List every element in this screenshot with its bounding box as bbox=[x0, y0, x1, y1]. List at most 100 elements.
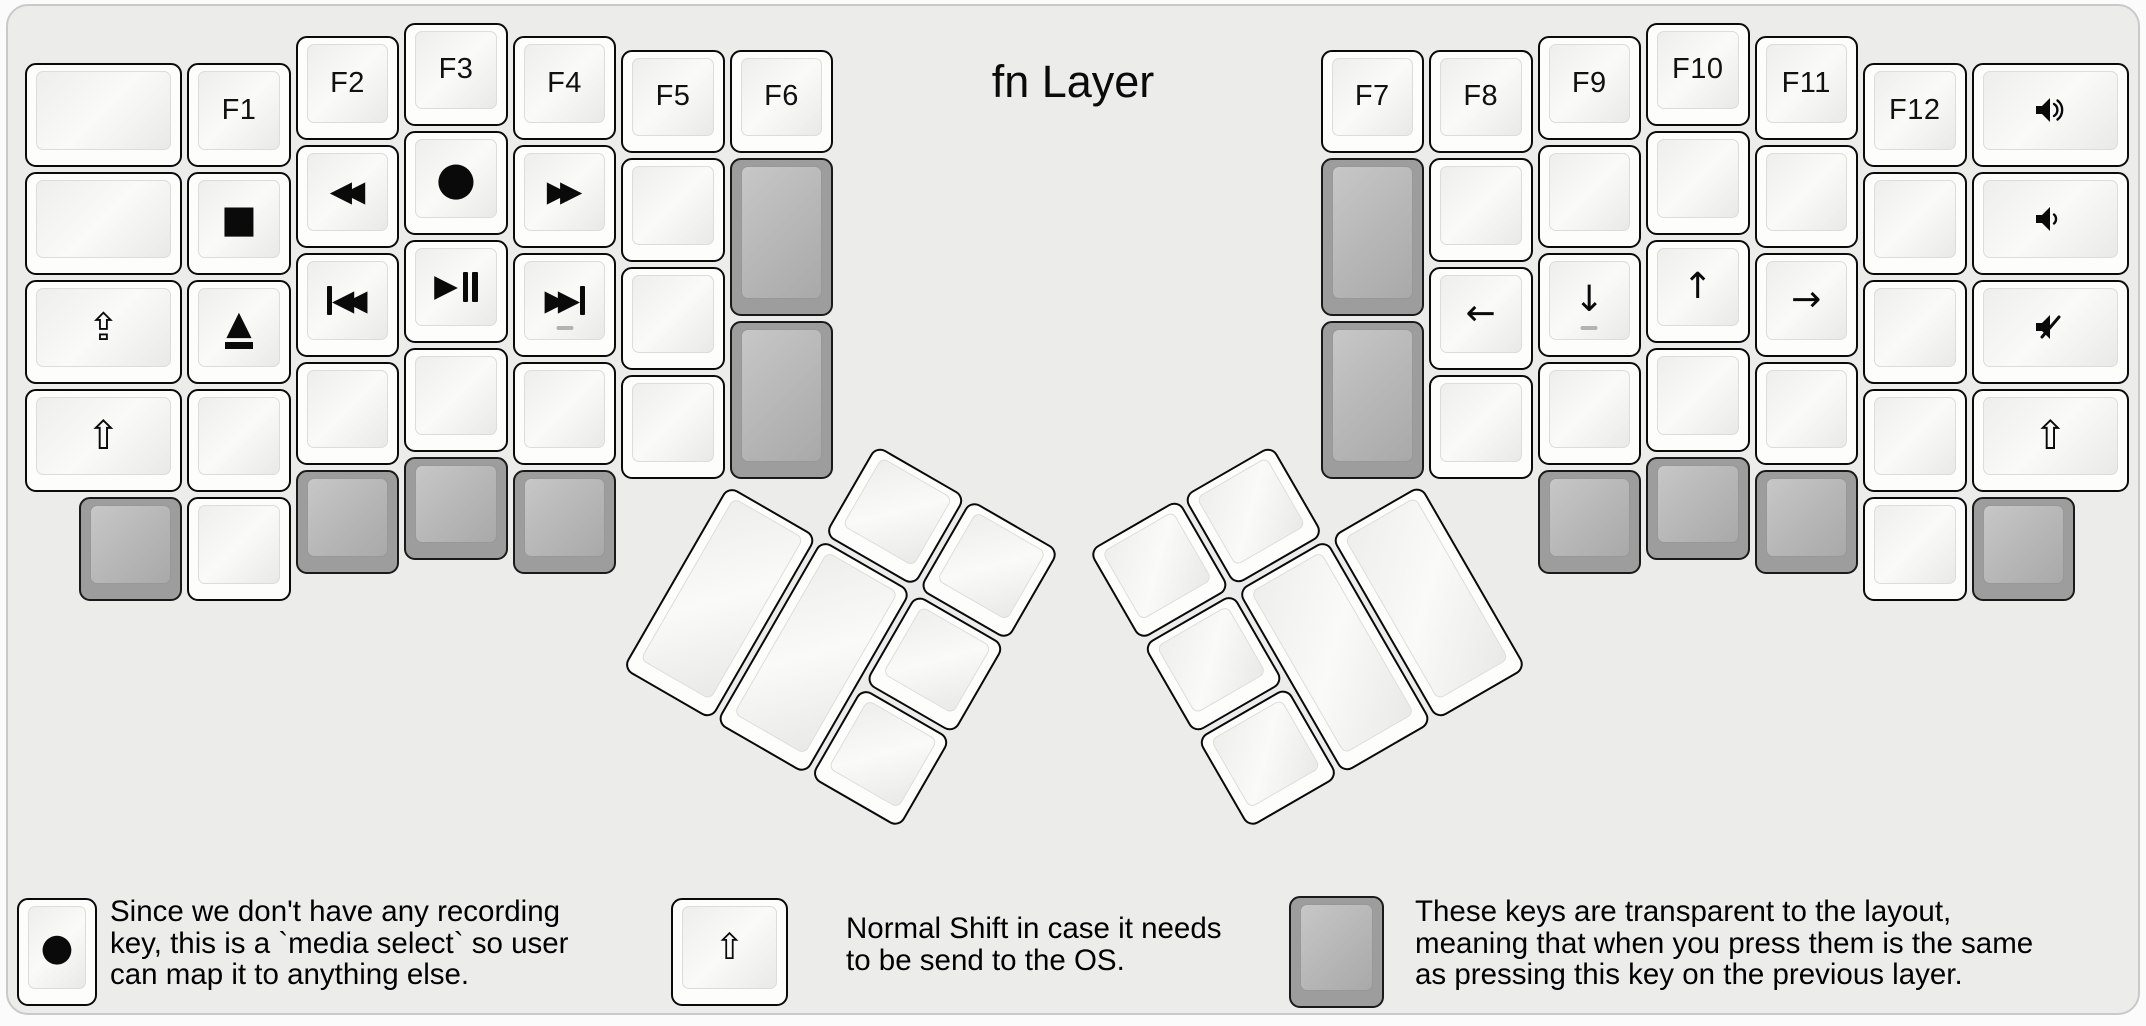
key-f5[interactable]: F5 bbox=[621, 49, 725, 154]
key-play-pause[interactable]: ▶ bbox=[404, 239, 508, 343]
key-blank-r-c5-r3[interactable] bbox=[1863, 280, 1967, 384]
key-transparent-r-inner-top[interactable] bbox=[1320, 158, 1424, 316]
key-f8[interactable]: F8 bbox=[1429, 49, 1533, 154]
key-label: F6 bbox=[764, 80, 799, 113]
key-transparent-r-inner-bottom[interactable] bbox=[1320, 320, 1424, 479]
legend-line: Normal Shift in case it needs bbox=[846, 912, 1222, 945]
keycap-surface bbox=[1982, 288, 2119, 367]
key-blank-l-c5-r2[interactable] bbox=[621, 158, 725, 262]
key-shift-right[interactable]: ⇧ bbox=[1971, 388, 2130, 493]
key-rewind[interactable]: ◀◀ bbox=[295, 144, 400, 249]
key-transparent-r-b3[interactable] bbox=[1754, 470, 1858, 574]
key-eject[interactable]: ▲ bbox=[187, 280, 291, 384]
key-blank-r-c3-r2[interactable] bbox=[1646, 131, 1750, 235]
key-blank-r-c5-r4[interactable] bbox=[1863, 388, 1967, 493]
key-transparent-l-b1[interactable] bbox=[78, 497, 183, 601]
key-blank-l-c3-r4[interactable] bbox=[404, 348, 508, 452]
keycap-surface: ▶▶ bbox=[523, 152, 606, 232]
key-f11[interactable]: F11 bbox=[1754, 36, 1858, 140]
legend-line: Since we don't have any recording bbox=[110, 895, 561, 928]
key-f10[interactable]: F10 bbox=[1646, 22, 1750, 126]
keycap-surface: ◀◀ bbox=[306, 152, 389, 232]
key-blank-r-c2-r2[interactable] bbox=[1537, 144, 1641, 249]
key-next-track[interactable]: ▶▶ bbox=[512, 253, 617, 357]
key-legend-media-select[interactable]: ● bbox=[17, 898, 97, 1006]
key-f4[interactable]: F4 bbox=[512, 36, 617, 140]
keycap-surface: F11 bbox=[1765, 44, 1847, 123]
key-label: F5 bbox=[655, 80, 691, 113]
keycap-surface: F12 bbox=[1874, 71, 1956, 150]
key-blank-r-c3-r4[interactable] bbox=[1646, 348, 1750, 452]
keycap-surface: F9 bbox=[1548, 44, 1630, 123]
key-blank-l-c2-r4[interactable] bbox=[295, 361, 400, 466]
key-transparent-l-inner-top[interactable] bbox=[729, 158, 834, 316]
key-prev-track[interactable]: ◀◀ bbox=[295, 253, 400, 357]
key-blank-l-c1-r4[interactable] bbox=[187, 388, 291, 493]
key-label: F7 bbox=[1354, 80, 1390, 113]
keycap-surface: F4 bbox=[523, 44, 606, 123]
legend-line: to be send to the OS. bbox=[846, 943, 1125, 977]
key-transparent-r-b2[interactable] bbox=[1646, 456, 1750, 560]
key-blank-r-c1-r4[interactable] bbox=[1429, 375, 1533, 479]
key-label: F11 bbox=[1781, 66, 1831, 99]
keycap-surface: ◀◀ bbox=[306, 261, 389, 340]
key-mute[interactable] bbox=[1971, 280, 2130, 384]
keycap-surface: → bbox=[1765, 261, 1847, 340]
key-legend-transparent-keys[interactable] bbox=[1289, 896, 1384, 1008]
key-record[interactable]: ● bbox=[404, 131, 508, 235]
key-stop[interactable]: ■ bbox=[187, 171, 291, 276]
key-volume-up[interactable] bbox=[1971, 63, 2130, 167]
key-transparent-r-b1[interactable] bbox=[1537, 470, 1641, 574]
key-transparent-l-b3[interactable] bbox=[295, 470, 400, 574]
keycap-surface bbox=[523, 478, 606, 557]
key-blank-r-c4-r4[interactable] bbox=[1754, 361, 1858, 466]
keycap-surface bbox=[1982, 179, 2119, 259]
key-transparent-l-b5[interactable] bbox=[512, 470, 617, 574]
keycap-surface: F2 bbox=[306, 44, 389, 123]
key-transparent-l-b4[interactable] bbox=[404, 456, 508, 560]
key-transparent-r-b5[interactable] bbox=[1971, 497, 2075, 601]
keycap-surface bbox=[198, 396, 280, 476]
key-arrow-down[interactable]: ↓ bbox=[1537, 253, 1641, 357]
key-blank-r-c1-r2[interactable] bbox=[1429, 158, 1533, 262]
key-transparent-l-inner-bottom[interactable] bbox=[729, 320, 834, 479]
key-blank-l-c5-r3[interactable] bbox=[621, 266, 725, 371]
key-f3[interactable]: F3 bbox=[404, 22, 508, 126]
key-arrow-up[interactable]: ↑ bbox=[1646, 239, 1750, 343]
key-blank-r-c4-r2[interactable] bbox=[1754, 144, 1858, 249]
key-blank-r-c2-r4[interactable] bbox=[1537, 361, 1641, 466]
key-f1[interactable]: F1 bbox=[187, 63, 291, 167]
key-blank-l-c0-r2[interactable] bbox=[24, 171, 183, 276]
key-blank-l-c0-r1[interactable] bbox=[24, 63, 183, 167]
key-volume-down[interactable] bbox=[1971, 171, 2130, 276]
key-f6[interactable]: F6 bbox=[729, 49, 834, 154]
key-blank-l-b2[interactable] bbox=[187, 497, 291, 601]
key-shift-left[interactable]: ⇧ bbox=[24, 388, 183, 493]
keycap-surface bbox=[35, 71, 172, 150]
key-f12[interactable]: F12 bbox=[1863, 63, 1967, 167]
keycap-surface bbox=[415, 464, 497, 543]
keycap-surface: F8 bbox=[1440, 57, 1522, 137]
keycap-surface bbox=[740, 328, 823, 462]
key-blank-r-c5-r2[interactable] bbox=[1863, 171, 1967, 276]
key-f7[interactable]: F7 bbox=[1320, 49, 1424, 154]
key-caps-lock[interactable]: ⇪ bbox=[24, 280, 183, 384]
legend-line: as pressing this key on the previous lay… bbox=[1415, 958, 1963, 991]
key-label: F12 bbox=[1889, 93, 1941, 126]
key-arrow-left[interactable]: ← bbox=[1429, 266, 1533, 371]
key-blank-l-c5-r4[interactable] bbox=[621, 375, 725, 479]
key-blank-l-c4-r4[interactable] bbox=[512, 361, 617, 466]
key-label: F3 bbox=[438, 53, 474, 86]
homing-bar bbox=[556, 325, 573, 330]
keycap-surface bbox=[1548, 152, 1630, 232]
keycap-surface: ⇧ bbox=[35, 396, 172, 476]
key-f2[interactable]: F2 bbox=[295, 36, 400, 140]
key-label: F9 bbox=[1571, 66, 1607, 99]
key-arrow-right[interactable]: → bbox=[1754, 253, 1858, 357]
keycap-surface bbox=[632, 166, 714, 245]
key-f9[interactable]: F9 bbox=[1537, 36, 1641, 140]
key-blank-r-b4[interactable] bbox=[1863, 497, 1967, 601]
key-legend-normal-shift[interactable]: ⇧ bbox=[671, 898, 788, 1006]
keycap-surface: ⇧ bbox=[682, 906, 777, 989]
key-fast-forward[interactable]: ▶▶ bbox=[512, 144, 617, 249]
